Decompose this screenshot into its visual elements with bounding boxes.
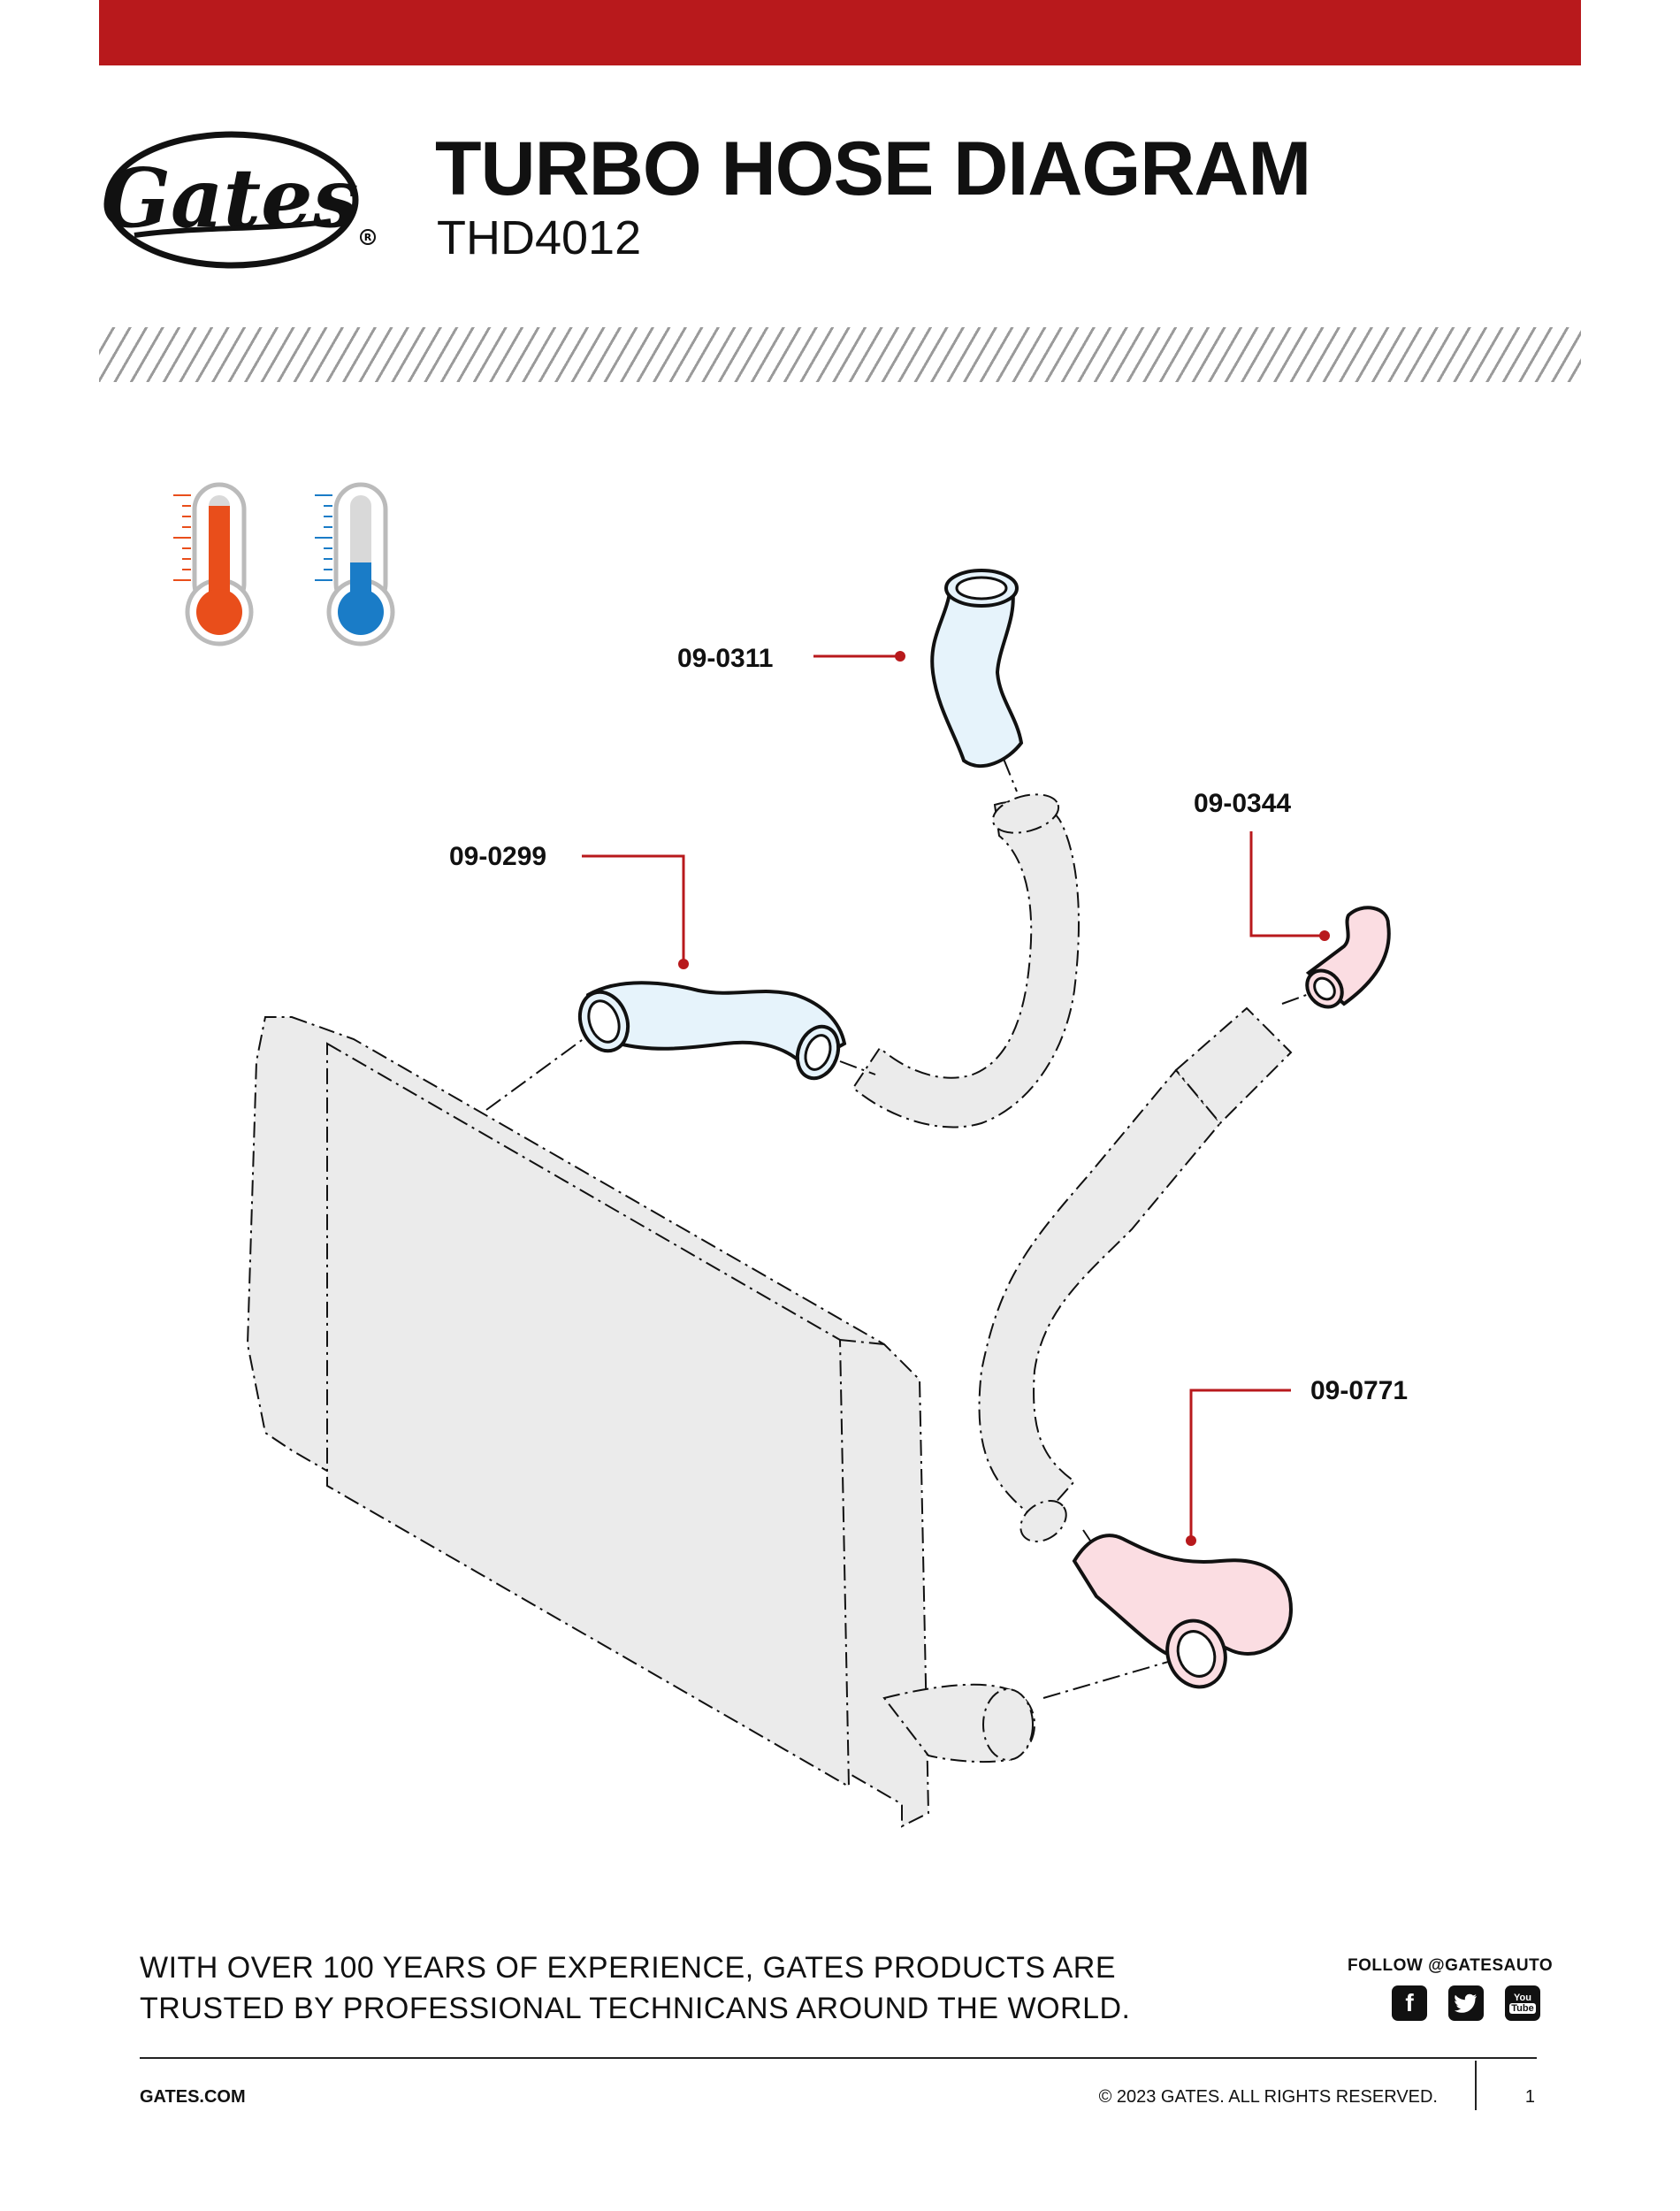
turbo-hose-diagram: 09-0311 09-0299 09-0344 09-0771 [173, 482, 1408, 1828]
facebook-icon[interactable]: f [1392, 1985, 1427, 2021]
hose-09-0344 [1305, 906, 1391, 1009]
hatch-divider [99, 327, 1581, 382]
page-title: TURBO HOSE DIAGRAM [435, 126, 1311, 211]
footer-divider [140, 2057, 1537, 2059]
page-number: 1 [1524, 2087, 1535, 2107]
follow-handle: FOLLOW @GATESAUTO [1348, 1956, 1554, 1975]
part-label: 09-0311 [677, 644, 773, 673]
tagline-line: WITH OVER 100 YEARS OF EXPERIENCE, GATES… [140, 1951, 1117, 1985]
part-label: 09-0344 [1194, 789, 1291, 818]
hose-09-0299 [577, 981, 847, 1081]
svg-text:R: R [364, 232, 372, 243]
diagram-code: THD4012 [437, 211, 642, 264]
part-label: 09-0299 [449, 842, 546, 871]
twitter-icon[interactable] [1448, 1985, 1484, 2021]
gates-logo: Gates R [101, 131, 376, 269]
copyright: © 2023 GATES. ALL RIGHTS RESERVED. [1098, 2087, 1438, 2107]
site-link[interactable]: GATES.COM [140, 2087, 246, 2107]
tagline-line: TRUSTED BY PROFESSIONAL TECHNICANS AROUN… [140, 1992, 1131, 2025]
footer-vertical-divider [1475, 2061, 1477, 2110]
callout-09-0344 [1249, 831, 1325, 937]
top-accent-bar [99, 0, 1581, 65]
intercooler [246, 1016, 1035, 1828]
callout-09-0771 [1189, 1389, 1291, 1541]
callout-09-0299 [582, 854, 685, 964]
thermometer-hot-icon [173, 482, 254, 646]
part-label: 09-0771 [1310, 1376, 1408, 1405]
tagline: WITH OVER 100 YEARS OF EXPERIENCE, GATES… [140, 1947, 1130, 2029]
svg-text:Gates: Gates [101, 150, 358, 246]
hose-09-0311 [930, 569, 1024, 769]
charge-pipe [978, 1006, 1293, 1542]
thermometer-cold-icon [315, 482, 395, 646]
turbo-inlet-pipe [851, 793, 1080, 1128]
hose-09-0771 [1072, 1534, 1294, 1689]
